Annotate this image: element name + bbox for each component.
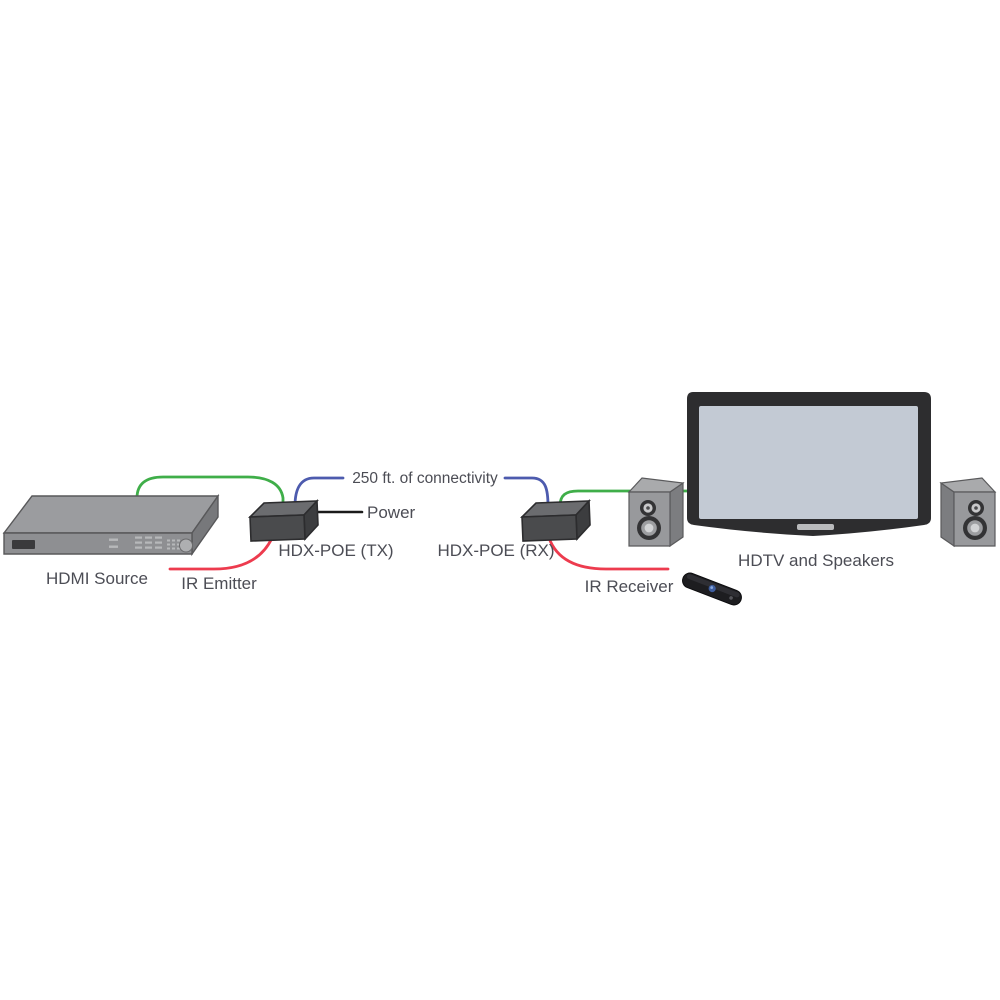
left-speaker-tweeter-dot: [646, 506, 650, 510]
front-jog-knob: [179, 538, 193, 553]
front-button-grid: [135, 536, 162, 549]
remote-power-button-shine: [710, 586, 714, 589]
catx-cable-right-segment: [503, 476, 550, 508]
label-rx: HDX-POE (RX): [437, 541, 554, 560]
left-speaker-side-face: [669, 481, 684, 548]
label-ir-receiver: IR Receiver: [585, 577, 674, 596]
tx-extender-box: [247, 499, 319, 542]
hdtv: [687, 392, 931, 536]
rx-box-front-face: [521, 514, 578, 542]
tv-logo-bar: [797, 524, 834, 530]
front-keypad-dots: [167, 539, 180, 550]
label-connectivity: 250 ft. of connectivity: [352, 470, 498, 487]
right-speaker-woofer-dome: [970, 523, 980, 533]
hdmi-source-device: [2, 493, 220, 557]
remote-small-button: [729, 596, 733, 600]
tv-screen: [699, 406, 918, 519]
right-speaker-side-face: [940, 481, 955, 548]
label-power: Power: [367, 503, 416, 522]
tx-box-front-face: [249, 514, 306, 542]
front-display-window: [12, 540, 35, 549]
rx-extender-box: [519, 499, 591, 542]
ir-receiver-cable: [547, 536, 670, 571]
label-ir-emitter: IR Emitter: [181, 574, 257, 593]
hdmi-source-top-face: [2, 495, 220, 534]
label-hdtv: HDTV and Speakers: [738, 551, 894, 570]
right-speaker-tweeter-dot: [974, 506, 978, 510]
left-speaker: [627, 477, 685, 548]
label-hdmi-source: HDMI Source: [46, 569, 148, 588]
right-speaker: [939, 477, 997, 548]
left-speaker-woofer-dome: [644, 523, 654, 533]
front-button: [109, 545, 118, 548]
label-tx: HDX-POE (TX): [278, 541, 393, 560]
hdmi-cable-source-to-tx: [135, 475, 285, 510]
front-button: [109, 538, 118, 541]
remote-control: [682, 572, 742, 606]
ir-emitter-cable: [168, 536, 274, 571]
